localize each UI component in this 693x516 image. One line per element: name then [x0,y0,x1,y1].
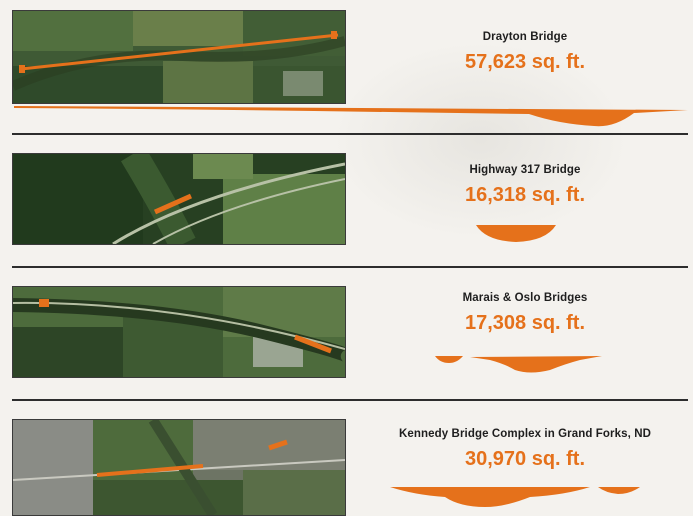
aerial-photo-kennedy [12,419,346,516]
bridge-profile-oslo [470,356,602,376]
bridge-name: Drayton Bridge [482,31,568,43]
bridge-name: Highway 317 Bridge [469,164,581,176]
aerial-photo-highway-317 [12,153,346,245]
section-divider [12,399,688,401]
deck-area: 57,623 sq. ft. [464,51,586,73]
background-watermark [330,40,630,240]
bridge-profile-drayton [14,104,688,128]
deck-area: 30,970 sq. ft. [464,448,586,470]
bridge-profile-highway-317 [476,225,556,245]
bridge-profile-kennedy-main [390,487,590,507]
deck-area: 17,308 sq. ft. [464,312,586,334]
bridge-name: Marais & Oslo Bridges [462,292,588,304]
bridge-name: Kennedy Bridge Complex in Grand Forks, N… [398,428,652,440]
section-divider [12,133,688,135]
deck-area: 16,318 sq. ft. [464,184,586,206]
section-divider [12,266,688,268]
bridge-profile-kennedy-small [598,487,640,497]
aerial-photo-drayton [12,10,346,104]
aerial-photo-marais-oslo [12,286,346,378]
bridge-profile-marais [435,356,463,366]
